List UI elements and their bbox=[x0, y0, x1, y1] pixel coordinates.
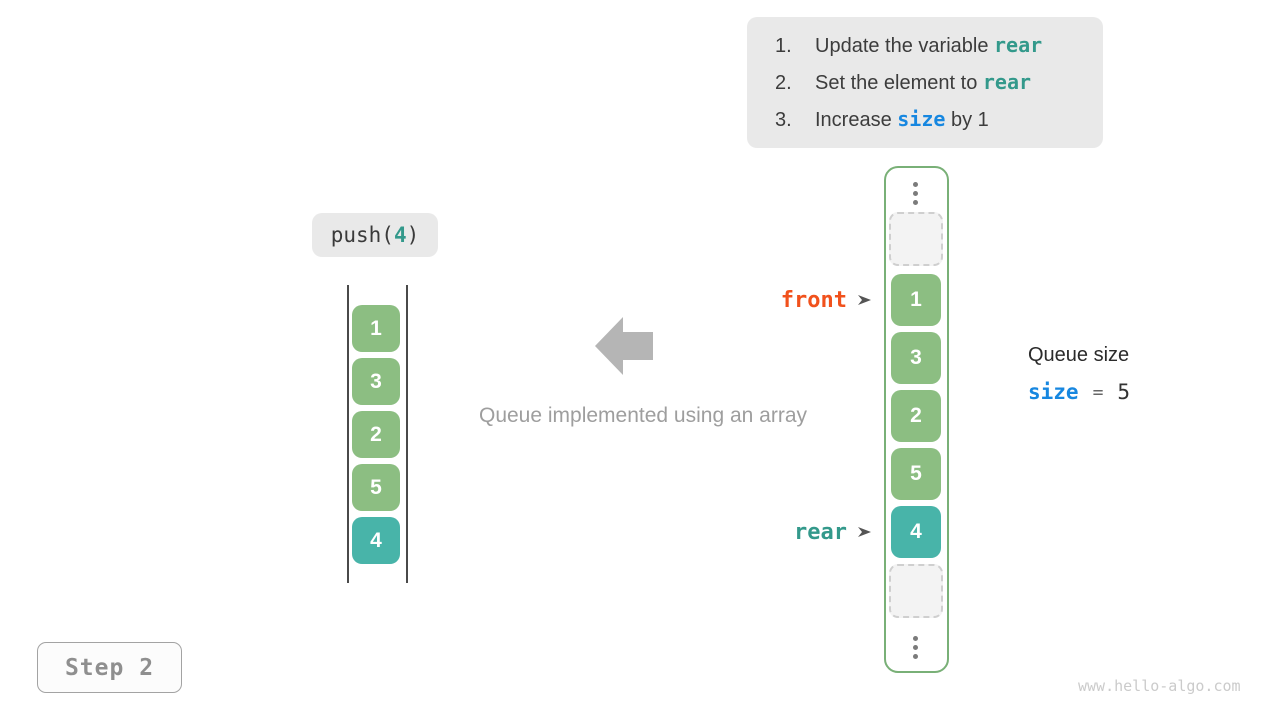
size-number: 5 bbox=[1117, 380, 1131, 404]
array-cell: 3 bbox=[352, 358, 400, 405]
code-token-size: size bbox=[897, 106, 946, 131]
watermark: www.hello-algo.com bbox=[1078, 677, 1241, 695]
instruction-item: 1. Update the variable rear bbox=[775, 32, 1103, 58]
diagram-caption: Queue implemented using an array bbox=[478, 404, 808, 427]
vertical-ellipsis-icon bbox=[913, 636, 918, 659]
vertical-ellipsis-icon bbox=[913, 182, 918, 205]
equals-sign: = bbox=[1092, 381, 1104, 403]
front-pointer: front bbox=[760, 287, 872, 313]
array-cell: 1 bbox=[891, 274, 941, 326]
array-cell: 1 bbox=[352, 305, 400, 352]
instruction-text: Increase size by 1 bbox=[815, 106, 989, 132]
dot bbox=[913, 182, 918, 187]
array-cell: 3 bbox=[891, 332, 941, 384]
push-close-paren: ) bbox=[406, 223, 420, 247]
array-cell: 5 bbox=[891, 448, 941, 500]
size-variable: size bbox=[1028, 380, 1079, 404]
instruction-item: 2. Set the element to rear bbox=[775, 69, 1103, 95]
array-rail-right bbox=[406, 285, 408, 583]
instruction-pre: Increase bbox=[815, 108, 898, 131]
array-cell: 5 bbox=[352, 464, 400, 511]
rear-pointer-label: rear bbox=[794, 519, 847, 545]
queue-size-title: Queue size bbox=[1028, 344, 1130, 366]
dot bbox=[913, 191, 918, 196]
list-number: 3. bbox=[775, 108, 792, 131]
array-cell: 2 bbox=[352, 411, 400, 458]
queue-size-value: size = 5 bbox=[1028, 380, 1130, 404]
array-cell-highlighted: 4 bbox=[891, 506, 941, 558]
array-cell-highlighted: 4 bbox=[352, 517, 400, 564]
arrow-right-icon bbox=[858, 295, 871, 305]
dot bbox=[913, 654, 918, 659]
push-arg-value: 4 bbox=[393, 223, 407, 247]
dot bbox=[913, 645, 918, 650]
step-badge: Step 2 bbox=[37, 642, 182, 693]
instruction-post: by 1 bbox=[945, 108, 989, 131]
instruction-text: Update the variable rear bbox=[815, 32, 1043, 58]
array-rail-left bbox=[347, 285, 349, 583]
instruction-text: Set the element to rear bbox=[815, 69, 1032, 95]
empty-array-slot bbox=[889, 564, 943, 618]
empty-array-slot bbox=[889, 212, 943, 266]
push-fn-text: push( bbox=[330, 223, 394, 247]
instruction-item: 3. Increase size by 1 bbox=[775, 106, 1103, 132]
dot bbox=[913, 200, 918, 205]
instruction-box: 1. Update the variable rear 2. Set the e… bbox=[747, 17, 1103, 148]
push-operation-label: push(4) bbox=[312, 213, 438, 257]
list-number: 2. bbox=[775, 71, 792, 94]
front-pointer-label: front bbox=[780, 287, 847, 313]
instruction-pre: Set the element to bbox=[815, 71, 983, 94]
dot bbox=[913, 636, 918, 641]
array-cell: 2 bbox=[891, 390, 941, 442]
instruction-pre: Update the variable bbox=[815, 34, 995, 57]
code-token-rear: rear bbox=[982, 69, 1032, 94]
arrow-right-icon bbox=[858, 527, 871, 537]
code-token-rear: rear bbox=[994, 32, 1043, 57]
list-number: 1. bbox=[775, 34, 792, 57]
rear-pointer: rear bbox=[760, 519, 872, 545]
arrow-left-icon bbox=[595, 317, 653, 375]
